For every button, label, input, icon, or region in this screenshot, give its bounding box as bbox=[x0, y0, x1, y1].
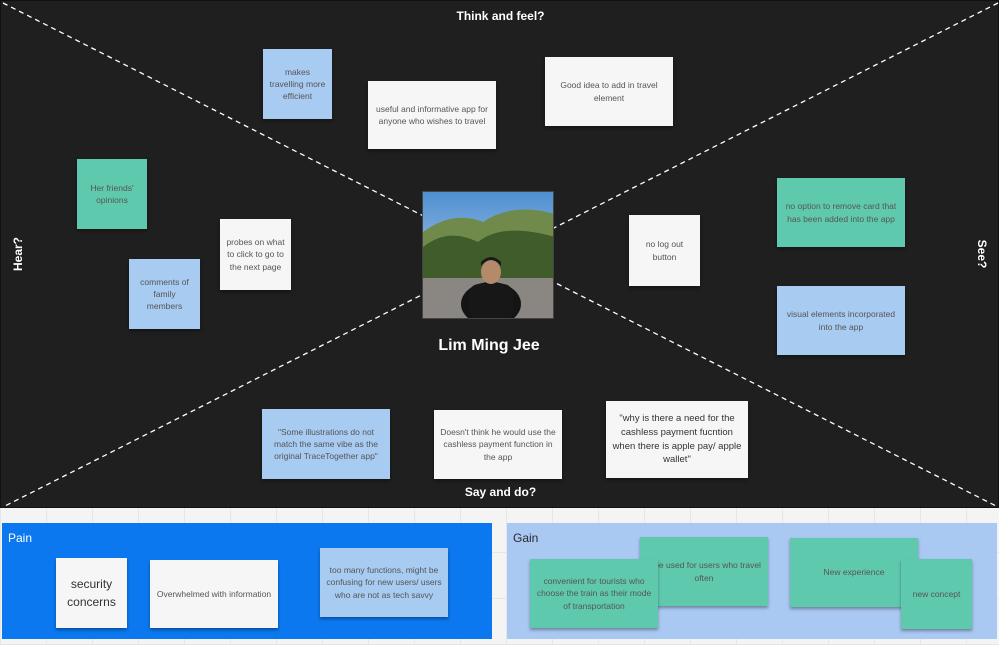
quadrant-label-say-do: Say and do? bbox=[464, 485, 537, 499]
sticky-note[interactable]: makes travelling more efficient bbox=[263, 49, 332, 119]
sticky-note[interactable]: Doesn't think he would use the cashless … bbox=[434, 410, 562, 479]
sticky-note[interactable]: no log out button bbox=[629, 215, 700, 286]
quadrant-label-see: See? bbox=[975, 239, 989, 269]
sticky-note[interactable]: security concerns bbox=[56, 558, 127, 628]
sticky-note[interactable]: convenient for tourists who choose the t… bbox=[530, 559, 658, 628]
quadrant-label-hear: Hear? bbox=[11, 236, 25, 272]
sticky-note[interactable]: n be used for users who travel often bbox=[640, 537, 768, 606]
sticky-note[interactable]: visual elements incorporated into the ap… bbox=[777, 286, 905, 355]
gain-title: Gain bbox=[513, 531, 539, 545]
sticky-note[interactable]: new concept bbox=[901, 559, 972, 629]
sticky-note[interactable]: New experience bbox=[790, 538, 918, 607]
sticky-note[interactable]: Her friends' opinions bbox=[77, 159, 147, 229]
sticky-note[interactable]: probes on what to click to go to the nex… bbox=[220, 219, 291, 290]
quadrant-dividers bbox=[2, 2, 999, 508]
sticky-note[interactable]: "Some illustrations do not match the sam… bbox=[262, 409, 390, 479]
sticky-note[interactable]: comments of family members bbox=[129, 259, 200, 329]
sticky-note[interactable]: Overwhelmed with information bbox=[150, 560, 278, 628]
persona-name: Lim Ming Jee bbox=[438, 337, 540, 354]
sticky-note[interactable]: too many functions, might be confusing f… bbox=[320, 548, 448, 617]
pain-title: Pain bbox=[8, 531, 33, 545]
gain-panel: Gain n be used for users who travel ofte… bbox=[507, 523, 997, 639]
sticky-note[interactable]: no option to remove card that has been a… bbox=[777, 178, 905, 247]
sticky-note[interactable]: "why is there a need for the cashless pa… bbox=[606, 401, 748, 478]
sticky-note[interactable]: useful and informative app for anyone wh… bbox=[368, 81, 496, 149]
pain-panel: Pain security concerns Overwhelmed with … bbox=[2, 523, 492, 639]
persona-photo bbox=[422, 191, 554, 319]
sticky-note[interactable]: Good idea to add in travel element bbox=[545, 57, 673, 126]
quadrant-label-think-feel: Think and feel? bbox=[456, 9, 545, 23]
empathy-map: Think and feel? Say and do? Hear? See? L… bbox=[0, 0, 999, 508]
